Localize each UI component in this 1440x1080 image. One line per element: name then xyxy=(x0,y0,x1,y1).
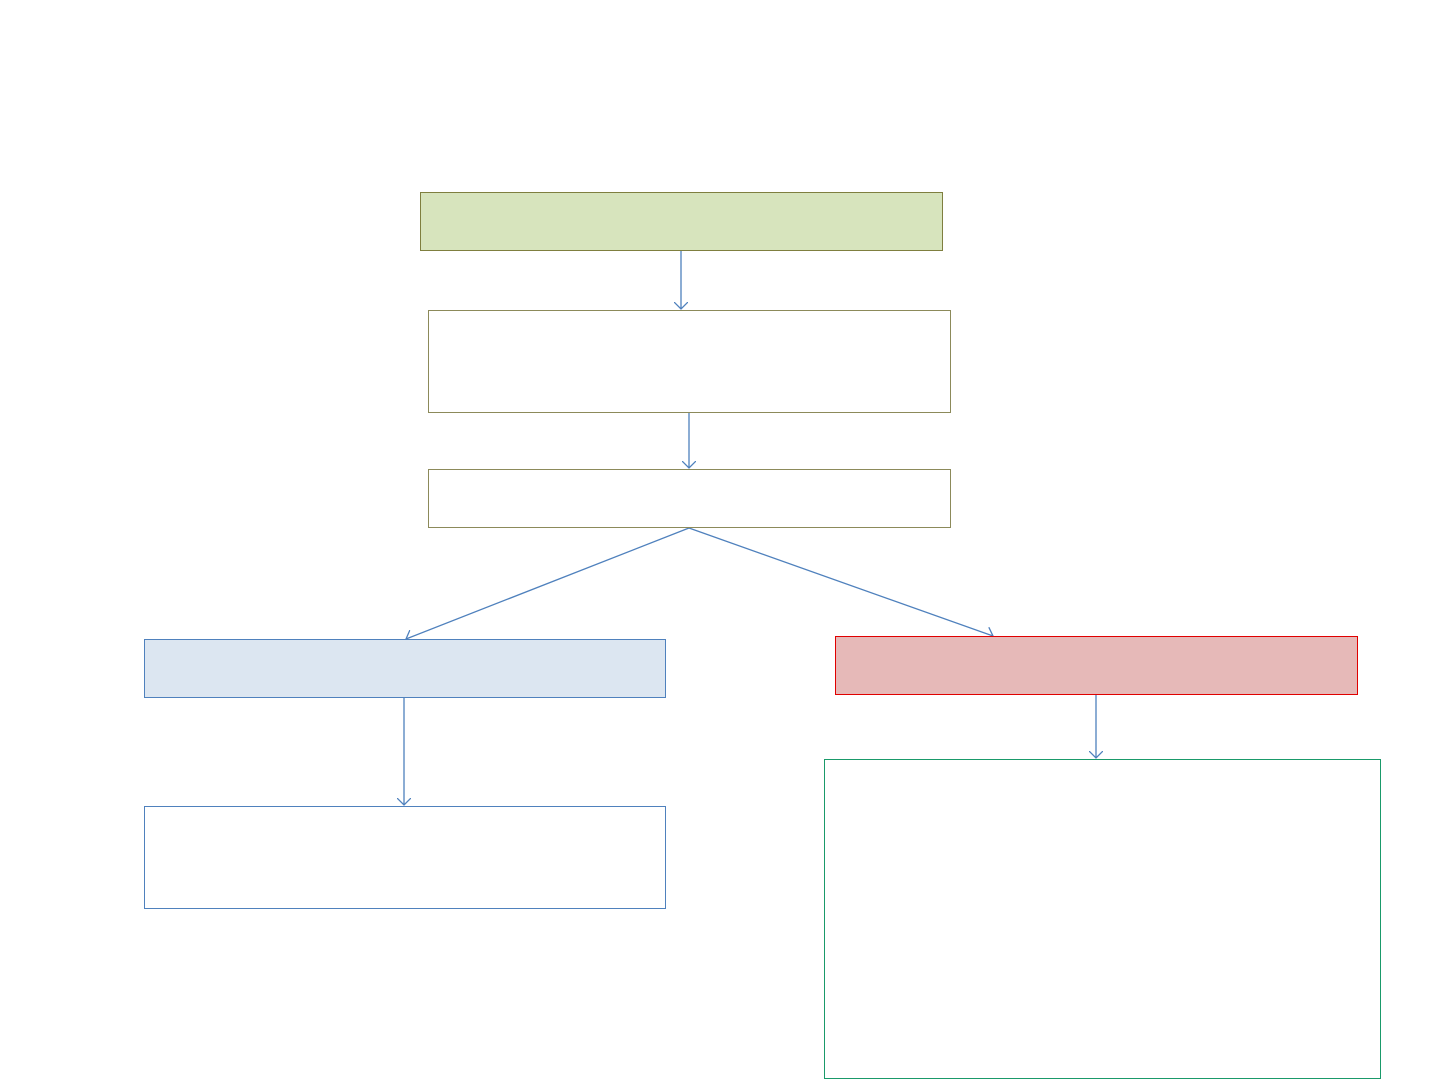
arrow-third-to-right xyxy=(688,527,993,636)
right-outcome-box xyxy=(824,759,1381,1079)
left-branch-box xyxy=(144,639,666,698)
right-branch-box xyxy=(835,636,1358,695)
arrow-third-to-left xyxy=(406,527,690,639)
third-step-box xyxy=(428,469,951,528)
top-step-box xyxy=(420,192,943,251)
second-step-box xyxy=(428,310,951,413)
left-outcome-box xyxy=(144,806,666,909)
